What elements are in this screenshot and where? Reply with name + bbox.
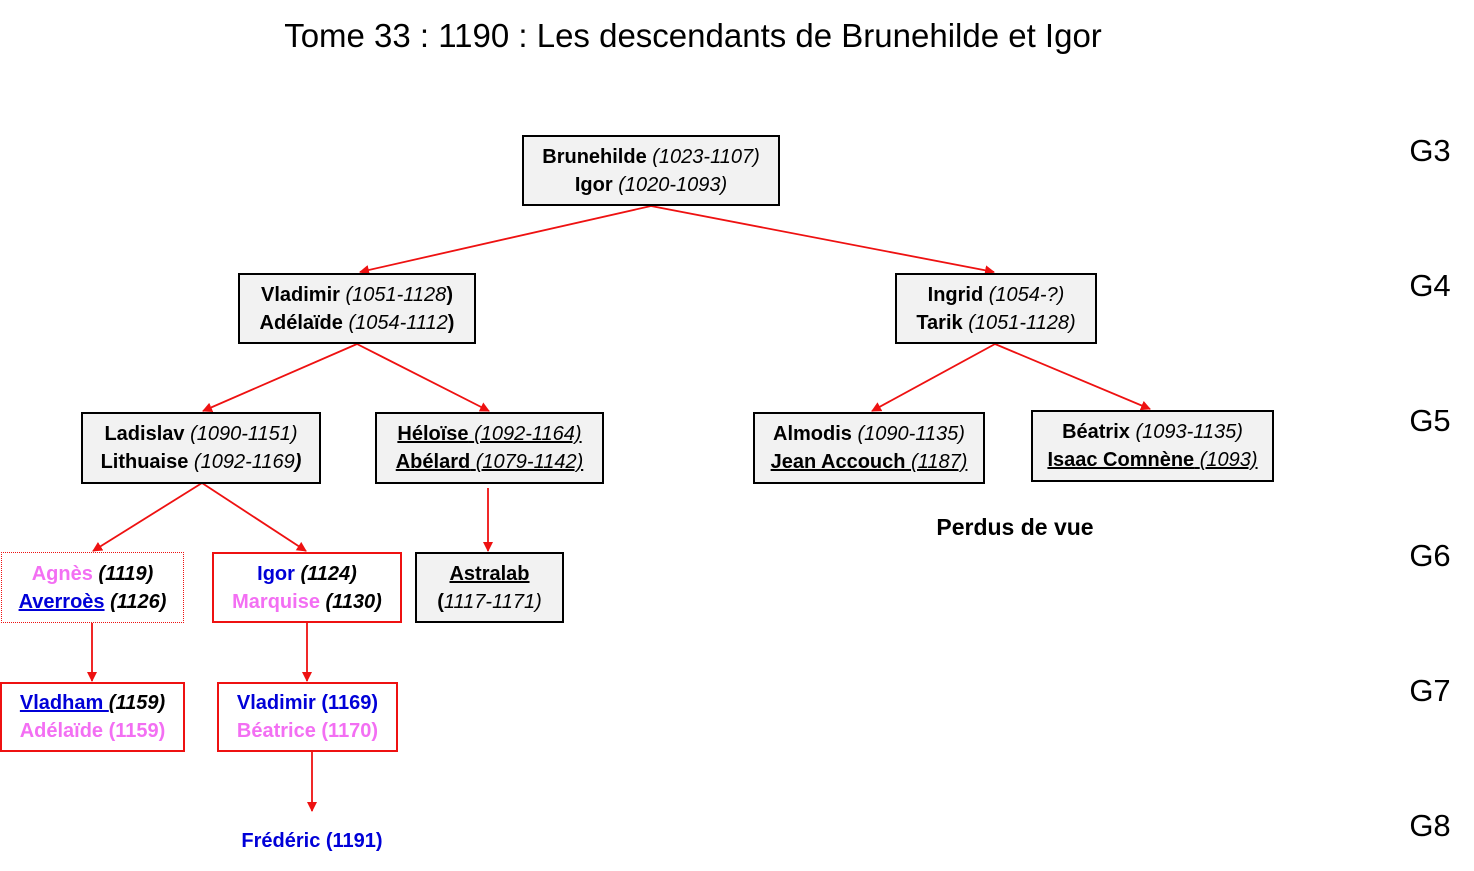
lost-label: Perdus de vue: [936, 514, 1094, 540]
person-dates: (1092-1164): [474, 423, 582, 445]
person-dates: (1093): [1199, 449, 1258, 471]
generation-label-g7: G7: [1409, 673, 1451, 708]
person-dates: (1054-?): [988, 283, 1065, 306]
generation-label-g8: G8: [1409, 808, 1451, 843]
person-name: Jean Accouch: [770, 451, 906, 473]
person-name: Averroès: [18, 590, 105, 613]
diagram-title: Tome 33 : 1190 : Les descendants de Brun…: [284, 17, 1102, 54]
node-ladislav-lithuaise: Ladislav (1090-1151) Lithuaise (1092-116…: [81, 412, 321, 484]
node-beatrix-isaac: Béatrix (1093-1135) Isaac Comnène (1093): [1031, 410, 1274, 482]
person-dates: (1126): [110, 590, 167, 613]
arrow-vladimir-to-heloise: [356, 343, 490, 412]
person-name: Vladimir: [261, 283, 340, 306]
node-vladimir-beatrice: Vladimir (1169) Béatrice (1170): [217, 682, 398, 752]
person-dates: (1187): [911, 451, 968, 473]
arrow-ladislav-to-igor: [201, 482, 307, 552]
person-dates: (1130): [325, 590, 382, 613]
person-dates: (1051-1128): [968, 311, 1076, 334]
node-frederic: Frédéric (1191): [241, 830, 383, 852]
arrow-g3-to-vladimir: [359, 205, 652, 275]
person-dates: (1079-1142): [475, 451, 584, 473]
node-vladimir-adelaide: Vladimir (1051-1128) Adélaïde (1054-1112…: [238, 273, 476, 344]
opening-paren: (: [437, 590, 444, 613]
person-name: Béatrix: [1062, 421, 1130, 443]
person-name: Isaac Comnène: [1047, 449, 1195, 471]
generation-label-g3: G3: [1409, 133, 1451, 168]
node-igor-marquise: Igor (1124) Marquise (1130): [212, 552, 402, 623]
arrow-ladislav-to-agnes: [92, 482, 203, 552]
person-name: Lithuaise: [100, 451, 189, 473]
person-dates: (1090-1151): [190, 423, 298, 445]
person-dates: (1051-1128: [345, 283, 447, 306]
person-dates: 1117-1171): [443, 590, 542, 613]
person-name: Abélard: [395, 451, 471, 473]
person-name: Adélaïde (1159): [19, 720, 166, 742]
node-brunehilde-igor: Brunehilde (1023-1107) Igor (1020-1093): [522, 135, 780, 206]
person-dates: (1124): [300, 562, 357, 585]
person-name: Igor: [257, 562, 295, 585]
person-name: Béatrice (1170): [236, 720, 379, 742]
person-name: Agnès: [31, 562, 93, 585]
arrow-g3-to-ingrid: [650, 205, 995, 276]
person-name: Ingrid: [927, 283, 984, 306]
node-agnes-averroes: Agnès (1119) Averroès (1126): [1, 552, 184, 623]
node-vladham-adelaide: Vladham (1159) Adélaïde (1159): [0, 682, 185, 752]
node-almodis-jean: Almodis (1090-1135) Jean Accouch (1187): [753, 412, 985, 484]
person-name: Marquise: [232, 590, 320, 613]
person-name: Almodis: [773, 423, 852, 445]
person-dates: (1090-1135): [857, 423, 965, 445]
person-dates: (1159): [108, 692, 166, 714]
generation-label-g5: G5: [1409, 403, 1451, 438]
arrow-ingrid-to-beatrix: [994, 343, 1151, 411]
person-name: Héloïse: [397, 423, 469, 445]
closing-paren: ): [446, 283, 453, 306]
generation-label-g6: G6: [1409, 538, 1451, 573]
person-dates: (1092-1169: [193, 451, 295, 473]
person-name: Astralab: [449, 562, 530, 585]
person-name: Adélaïde: [259, 311, 343, 334]
node-ingrid-tarik: Ingrid (1054-?) Tarik (1051-1128): [895, 273, 1097, 344]
person-name: Ladislav: [104, 423, 185, 445]
node-heloise-abelard: Héloïse (1092-1164) Abélard (1079-1142): [375, 412, 604, 484]
person-name: Vladham: [19, 692, 109, 714]
person-name: Igor: [574, 173, 613, 196]
closing-paren: ): [294, 451, 302, 473]
person-dates: (1119): [98, 562, 154, 585]
arrow-vladimir-to-ladislav: [202, 343, 358, 412]
person-name: Vladimir (1169): [236, 692, 379, 714]
arrow-ingrid-to-almodis: [871, 343, 996, 412]
person-dates: (1020-1093): [618, 173, 728, 196]
closing-paren: ): [447, 311, 455, 334]
generation-label-g4: G4: [1409, 268, 1451, 303]
person-dates: (1023-1107): [652, 145, 760, 168]
person-dates: (1054-1112: [348, 311, 448, 334]
person-name: Brunehilde: [542, 145, 647, 168]
person-dates: (1093-1135): [1135, 421, 1243, 443]
person-name: Tarik: [916, 311, 963, 334]
node-astralab: Astralab (1117-1171): [415, 552, 564, 623]
